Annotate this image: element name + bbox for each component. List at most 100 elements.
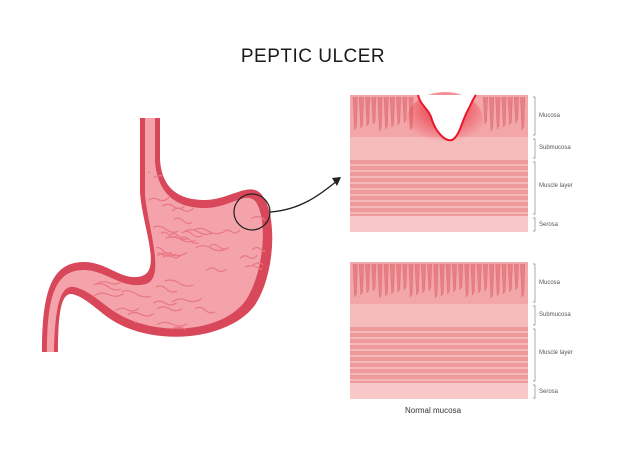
gastric-fold [184,229,213,235]
gastric-fold [188,174,212,180]
ulcer-submucosa [350,137,528,160]
villus [483,263,488,292]
gastric-fold [195,245,227,252]
gastric-fold [194,174,220,179]
villus [371,263,377,292]
gastric-fold [244,265,267,272]
label-mucosa-ulcer: Mucosa [539,113,561,119]
gastric-fold [92,234,125,239]
normal-serosa [350,383,528,399]
gastric-fold [127,311,154,317]
villus [390,263,395,295]
gastric-fold [121,290,152,298]
gastric-fold [170,232,189,241]
villus [383,263,389,297]
gastric-fold [146,196,170,203]
villus [365,96,370,127]
zoom-arrowhead [332,177,341,186]
gastric-fold [114,307,140,312]
gastric-fold [156,306,183,312]
villus [377,96,383,132]
gastric-fold [164,279,194,287]
villus [402,96,408,124]
stomach [42,118,273,352]
gastric-fold [165,236,196,243]
gastric-fold [95,283,122,291]
villus [352,263,358,298]
villus [383,96,389,130]
villus [396,96,401,126]
gastric-fold [103,171,135,180]
gastric-fold [122,259,141,266]
gastric-fold [171,298,202,303]
villus [489,96,494,132]
label-submucosa-ulcer: Submucosa [539,145,571,151]
villus [489,263,494,299]
gastric-fold [155,285,178,293]
gastric-fold [93,292,125,297]
villus [359,263,364,296]
ulcer-serosa [350,216,528,232]
gastric-fold [110,227,139,235]
villus [495,263,501,297]
gastric-fold [153,225,179,233]
villus [396,263,401,293]
villus [495,96,501,130]
villus [501,96,507,128]
gastric-fold [101,166,120,172]
villus [408,263,414,298]
gastric-fold [156,321,188,327]
gastric-fold [153,300,177,306]
label-submucosa-normal: Submucosa [539,312,571,318]
zoom-arrow [269,179,339,213]
villus [458,263,463,291]
gastric-fold [81,220,103,225]
gastric-fold [194,186,223,191]
villus [507,96,513,126]
gastric-fold [93,280,125,286]
gastric-fold [197,188,223,194]
villus [414,263,420,296]
gastric-fold [122,219,145,224]
villus [402,263,408,291]
normal-submucosa [350,304,528,327]
gastric-fold [195,306,216,314]
villus [476,263,482,294]
gastric-fold [161,203,185,210]
gastric-fold [251,246,267,252]
villus [359,96,364,129]
gastric-fold [79,224,104,233]
gastric-fold [78,230,107,237]
gastric-fold [107,246,130,253]
gastric-fold [105,212,123,219]
normal-mucosa-caption: Normal mucosa [405,406,462,415]
gastric-fold [239,255,258,260]
gastric-fold [181,236,200,245]
label-muscle-ulcer: Muscle layer [539,183,573,189]
villus [445,263,451,295]
gastric-fold [208,243,230,250]
gastric-fold [171,207,194,212]
gastric-fold [222,229,241,234]
villus [371,96,377,125]
normal-mucosa [350,262,528,304]
villus [439,263,445,297]
villus [377,263,383,299]
gastric-fold [174,165,197,171]
villus [501,263,507,295]
label-mucosa-normal: Mucosa [539,280,561,286]
villus [483,96,488,125]
villus [470,263,476,296]
villus [520,263,525,298]
ulcer-crater [418,95,476,141]
villus [514,263,519,291]
gastric-fold [251,216,267,222]
gastric-fold [219,182,240,188]
label-serosa-normal: Serosa [539,389,559,395]
villus [514,96,519,124]
villus [464,263,470,298]
villus [427,263,432,292]
villus [352,96,358,131]
